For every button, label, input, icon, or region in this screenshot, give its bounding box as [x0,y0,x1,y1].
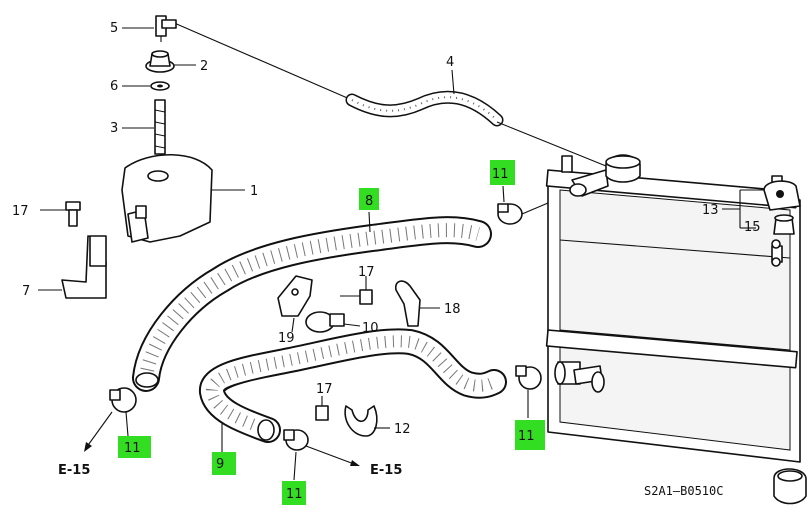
part-1-reserve-tank [121,153,245,243]
part-11-clamp-right [515,365,542,418]
callout-18: 18 [444,302,461,317]
highlight-11-left [118,436,151,458]
diagram-code: S2A1–B0510C [644,484,723,498]
part-17-bolt-lower [315,396,329,421]
part-7-bracket [38,235,107,299]
arrow-left-e15 [84,411,113,452]
highlight-9 [212,452,236,475]
reference-e15-center: E-15 [370,463,402,478]
part-2-cap [145,50,175,73]
callout-11-bottom: 11 [286,487,303,502]
part-13-mount [722,180,801,229]
part-15-cushion [773,214,795,235]
part-17-bolt-center [340,276,373,305]
callout-5: 5 [110,21,118,36]
arrow-center-e15 [305,445,360,466]
callout-12: 12 [394,422,411,437]
highlight-11-right [515,420,545,450]
callout-4: 4 [446,55,454,70]
part-17-bolt-left [40,201,81,227]
callout-6: 6 [110,79,118,94]
callout-11-right: 11 [518,429,535,444]
callout-13: 13 [702,203,719,218]
callout-3: 3 [110,121,118,136]
part-5-fitting [155,15,177,42]
callout-15: 15 [744,220,761,235]
part-11-clamp-left [109,387,137,437]
overflow-tube [171,21,607,167]
callout-labels: 5 2 6 3 4 1 17 7 8 11 17 18 19 10 17 12 … [12,21,761,502]
radiator-assembly [545,154,801,463]
callout-19: 19 [278,331,295,346]
highlight-11-top [490,160,515,185]
part-12-clip [344,405,390,437]
callout-7: 7 [22,284,30,299]
callout-17-center: 17 [358,265,375,280]
part-10-clamp [305,311,361,333]
part-18-clip [394,280,440,327]
part-11-clamp-bottom [283,429,309,481]
part-19-bracket [277,275,313,333]
callout-8: 8 [365,194,373,209]
callout-10: 10 [362,321,379,336]
callout-11-top: 11 [492,167,509,182]
part-9-lower-hose [199,328,507,452]
reference-e15-left: E-15 [58,463,90,478]
highlight-8 [359,188,379,210]
callout-9: 9 [216,457,224,472]
callout-17-left: 17 [12,204,29,219]
callout-1: 1 [250,184,258,199]
part-3-rod [154,99,166,155]
part-edge-bottom-right [773,468,807,505]
callout-2: 2 [200,59,208,74]
part-8-upper-hose [132,211,492,392]
callout-11-left: 11 [124,441,141,456]
part-6-washer [150,81,170,91]
highlight-boxes [118,160,545,505]
highlight-11-bottom [282,481,306,505]
callout-17-lower: 17 [316,382,333,397]
